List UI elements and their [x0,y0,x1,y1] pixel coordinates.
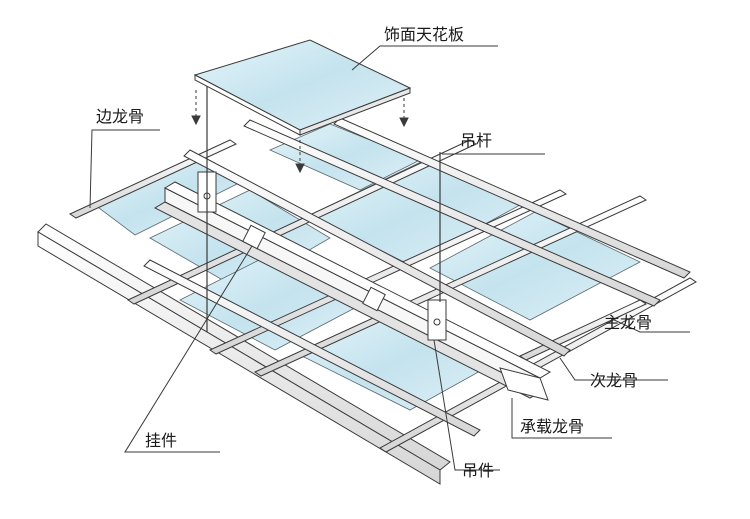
main-keel-label: 主龙骨 [604,313,652,332]
panel-label: 饰面天花板 [384,25,464,44]
edge-keel-leader [89,129,160,209]
drop-arrows [191,90,409,174]
main-keel-leader [609,317,690,333]
hook-leader [124,245,253,453]
hanger-rod-label: 吊杆 [460,131,492,150]
bearing-keel-label: 承载龙骨 [520,417,584,436]
secondary-keel-label: 次龙骨 [590,371,638,390]
hanger-rods [206,78,441,332]
hook-label: 挂件 [145,431,177,450]
bearing-keel-channel [153,181,552,401]
edge-keel-label: 边龙骨 [96,107,144,126]
finish-panel [193,39,412,136]
cross-tee [333,117,691,279]
panel-leader [351,45,498,71]
bearing-keel-leader [511,398,612,439]
secondary-keel-leader [559,357,668,381]
cross-tee [243,119,661,307]
hanger-leader [433,339,500,471]
main-tee [208,189,568,355]
channel-clip [362,286,386,312]
hanger-label: 吊件 [462,461,494,480]
leader-lines [89,45,690,471]
secondary-keel-rails [143,117,691,437]
cross-tee [183,149,571,357]
cross-tee [143,259,481,437]
main-tee [253,195,648,377]
channel-clip [242,224,266,250]
